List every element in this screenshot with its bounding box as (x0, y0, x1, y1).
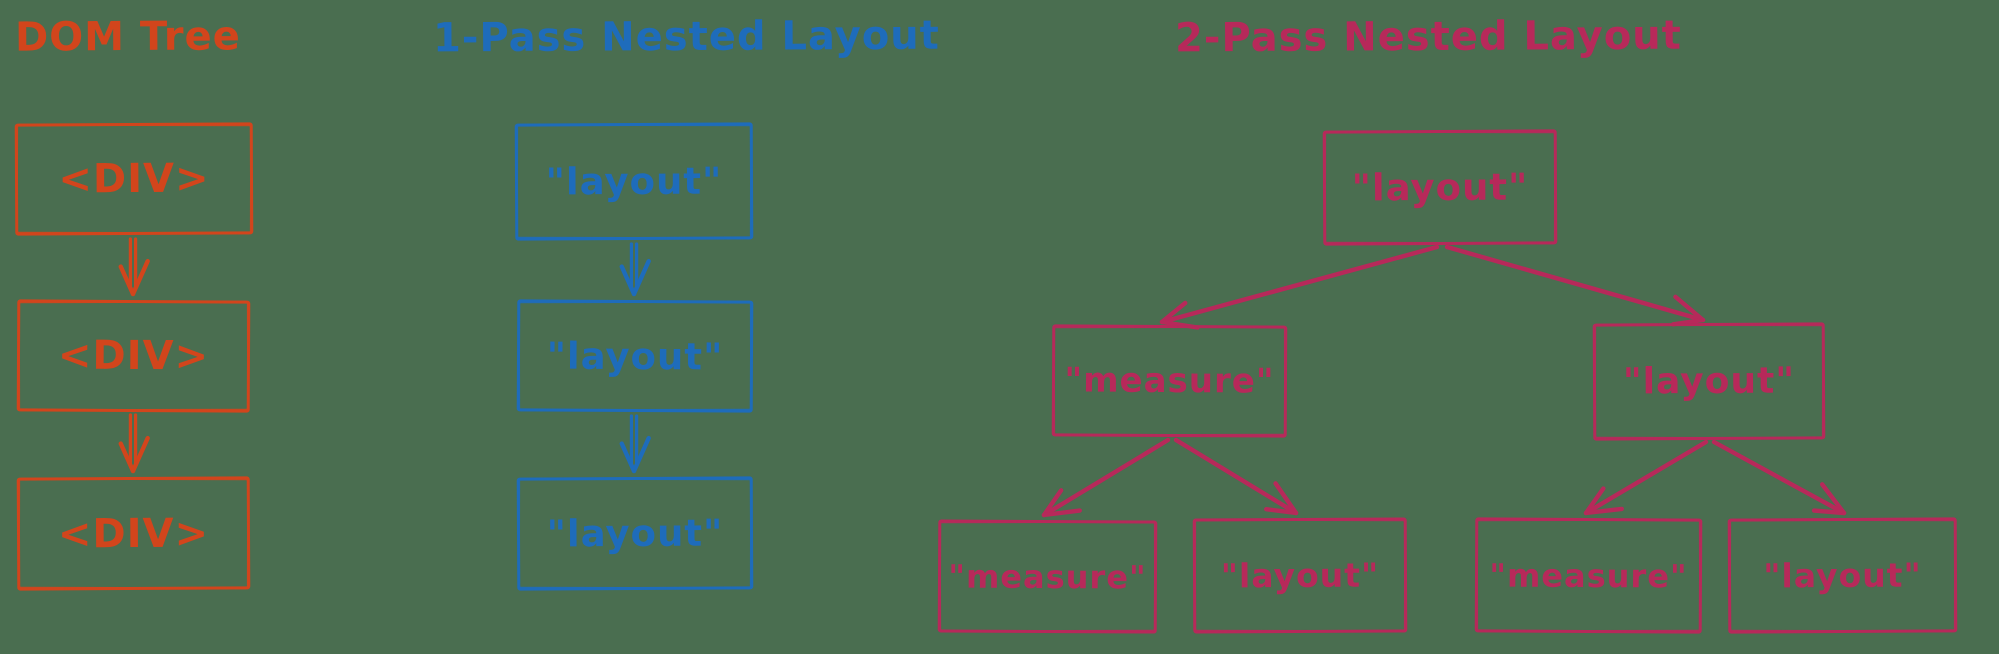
section-title-one-pass-nested-layout: 1-Pass Nested Layout (432, 12, 940, 62)
node-two-pass-nested-layout-mid-measure: "measure" (1051, 324, 1288, 438)
arrow-two-pass-nested-layout-5 (1583, 439, 1709, 516)
node-one-pass-nested-layout-layout-2: "layout" (516, 299, 754, 413)
arrow-two-pass-nested-layout-3 (1041, 437, 1171, 518)
node-one-pass-nested-layout-layout-1: "layout" (514, 122, 754, 241)
arrow-two-pass-nested-layout-6 (1711, 439, 1847, 516)
arrow-two-pass-nested-layout-4 (1173, 437, 1299, 516)
section-title-two-pass-nested-layout: 2-Pass Nested Layout (1174, 12, 1682, 62)
node-two-pass-nested-layout-leaf-measure-2: "measure" (1474, 517, 1703, 634)
node-two-pass-nested-layout-leaf-layout-2: "layout" (1727, 517, 1958, 634)
node-one-pass-nested-layout-layout-3: "layout" (516, 476, 754, 591)
arrow-one-pass-nested-layout-1 (619, 242, 651, 297)
node-two-pass-nested-layout-root-layout: "layout" (1322, 129, 1558, 246)
arrow-two-pass-nested-layout-1 (1159, 244, 1440, 330)
node-two-pass-nested-layout-leaf-measure-1: "measure" (937, 519, 1158, 634)
node-dom-tree-div-1: <DIV> (14, 122, 254, 236)
arrow-dom-tree-1 (118, 237, 150, 297)
arrow-dom-tree-2 (118, 413, 150, 474)
arrow-one-pass-nested-layout-2 (619, 414, 651, 474)
node-dom-tree-div-3: <DIV> (16, 476, 251, 591)
node-two-pass-nested-layout-mid-layout: "layout" (1592, 322, 1826, 441)
arrow-two-pass-nested-layout-2 (1444, 244, 1706, 327)
node-dom-tree-div-2: <DIV> (16, 299, 251, 413)
section-title-dom-tree: DOM Tree (14, 13, 241, 61)
node-two-pass-nested-layout-leaf-layout-1: "layout" (1192, 517, 1408, 634)
